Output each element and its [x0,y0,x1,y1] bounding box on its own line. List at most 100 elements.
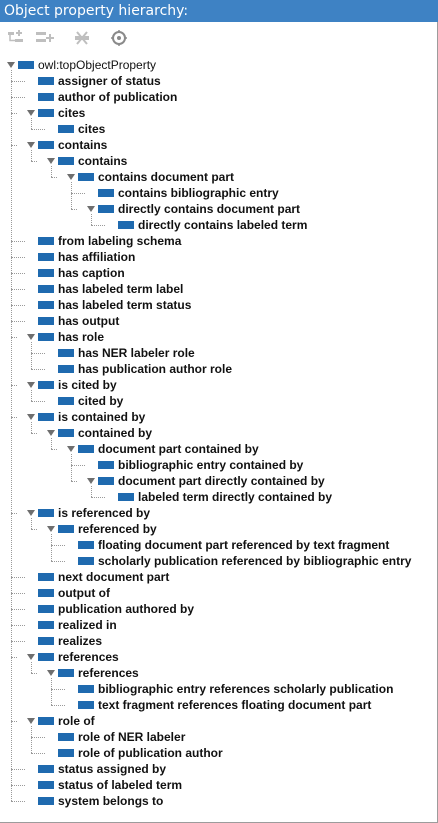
property-label: document part contained by [98,442,259,456]
expand-toggle-icon[interactable] [26,140,36,150]
object-property-icon [38,781,54,789]
add-subproperty-icon[interactable] [6,28,28,48]
tree-node[interactable]: assigner of status [0,73,438,89]
tree-connector-stub [51,545,65,546]
object-property-icon [38,269,54,277]
tree-node[interactable]: owl:topObjectProperty [0,57,438,73]
panel-title: Object property hierarchy: [0,0,438,22]
tree-node[interactable]: has affiliation [0,249,438,265]
tree-node[interactable]: directly contains document part [0,201,438,217]
tree-node[interactable]: is contained by [0,409,438,425]
expand-toggle-icon[interactable] [86,204,96,214]
tree-node[interactable]: status of labeled term [0,777,438,793]
expand-toggle-icon[interactable] [66,172,76,182]
delete-property-icon[interactable] [72,28,94,48]
property-label: labeled term directly contained by [138,490,333,504]
tree-node[interactable]: directly contains labeled term [0,217,438,233]
tree-node[interactable]: text fragment references floating docume… [0,697,438,713]
tree-node[interactable]: role of NER labeler [0,729,438,745]
tree-node[interactable]: publication authored by [0,601,438,617]
expand-toggle-icon[interactable] [6,60,16,70]
add-sibling-property-icon[interactable] [34,28,56,48]
tree-node[interactable]: document part directly contained by [0,473,438,489]
property-label: contains [78,154,128,168]
expand-toggle-icon[interactable] [26,108,36,118]
expand-toggle-icon[interactable] [26,508,36,518]
tree-connector-stub [71,465,85,466]
object-property-icon [38,621,54,629]
tree-node[interactable]: is referenced by [0,505,438,521]
tree-node[interactable]: contains [0,153,438,169]
expand-toggle-icon[interactable] [46,428,56,438]
expand-toggle-icon[interactable] [46,524,56,534]
object-property-icon [38,509,54,517]
tree-node[interactable]: floating document part referenced by tex… [0,537,438,553]
property-label: has output [58,314,120,328]
tree-connector-stub [11,241,25,242]
tree-node[interactable]: has NER labeler role [0,345,438,361]
tree-connector-stub [11,801,25,802]
tree-node[interactable]: contained by [0,425,438,441]
expand-toggle-icon[interactable] [26,332,36,342]
tree-node[interactable]: realized in [0,617,438,633]
tree-node[interactable]: system belongs to [0,793,438,809]
tree-connector-stub [11,641,25,642]
expand-toggle-icon[interactable] [26,652,36,662]
expand-toggle-icon[interactable] [46,668,56,678]
expand-toggle-icon[interactable] [26,716,36,726]
expand-toggle-icon[interactable] [66,444,76,454]
property-label: system belongs to [58,794,164,808]
tree-node[interactable]: document part contained by [0,441,438,457]
tree-node[interactable]: has publication author role [0,361,438,377]
tree-node[interactable]: referenced by [0,521,438,537]
tree-node[interactable]: contains document part [0,169,438,185]
tree-node[interactable]: contains bibliographic entry [0,185,438,201]
find-usage-icon[interactable] [109,28,131,48]
tree-connector-stub [11,113,17,114]
tree-node[interactable]: output of [0,585,438,601]
tree-node[interactable]: is cited by [0,377,438,393]
tree-connector-stub [71,193,85,194]
tree-node[interactable]: author of publication [0,89,438,105]
tree-connector-line [11,70,12,801]
tree-node[interactable]: next document part [0,569,438,585]
tree-node[interactable]: has labeled term status [0,297,438,313]
tree-node[interactable]: bibliographic entry references scholarly… [0,681,438,697]
tree-node[interactable]: has labeled term label [0,281,438,297]
tree-node[interactable]: role of [0,713,438,729]
expand-toggle-icon[interactable] [86,476,96,486]
tree-node[interactable]: cites [0,105,438,121]
tree-connector-line [31,662,32,673]
tree-connector-line [91,214,92,225]
tree-node[interactable]: bibliographic entry contained by [0,457,438,473]
tree-node[interactable]: realizes [0,633,438,649]
property-label: status assigned by [58,762,167,776]
tree-node[interactable]: cited by [0,393,438,409]
tree-node[interactable]: contains [0,137,438,153]
tree-node[interactable]: cites [0,121,438,137]
expand-toggle-icon[interactable] [26,380,36,390]
tree-node[interactable]: scholarly publication referenced by bibl… [0,553,438,569]
object-property-icon [38,797,54,805]
property-label: publication authored by [58,602,195,616]
tree-node[interactable]: references [0,649,438,665]
tree-node[interactable]: has caption [0,265,438,281]
tree-node[interactable]: labeled term directly contained by [0,489,438,505]
property-label: contains bibliographic entry [118,186,279,200]
tree-node[interactable]: role of publication author [0,745,438,761]
tree-connector-stub [31,753,45,754]
object-property-icon [38,285,54,293]
tree-node[interactable]: has output [0,313,438,329]
object-property-icon [118,221,134,229]
tree-node[interactable]: from labeling schema [0,233,438,249]
tree-node[interactable]: status assigned by [0,761,438,777]
expand-toggle-icon[interactable] [26,412,36,422]
property-label: role of NER labeler [78,730,186,744]
tree-node[interactable]: has role [0,329,438,345]
property-label: is referenced by [58,506,151,520]
tree-connector-stub [71,209,77,210]
expand-toggle-icon[interactable] [46,156,56,166]
tree-node[interactable]: references [0,665,438,681]
object-property-icon [38,605,54,613]
